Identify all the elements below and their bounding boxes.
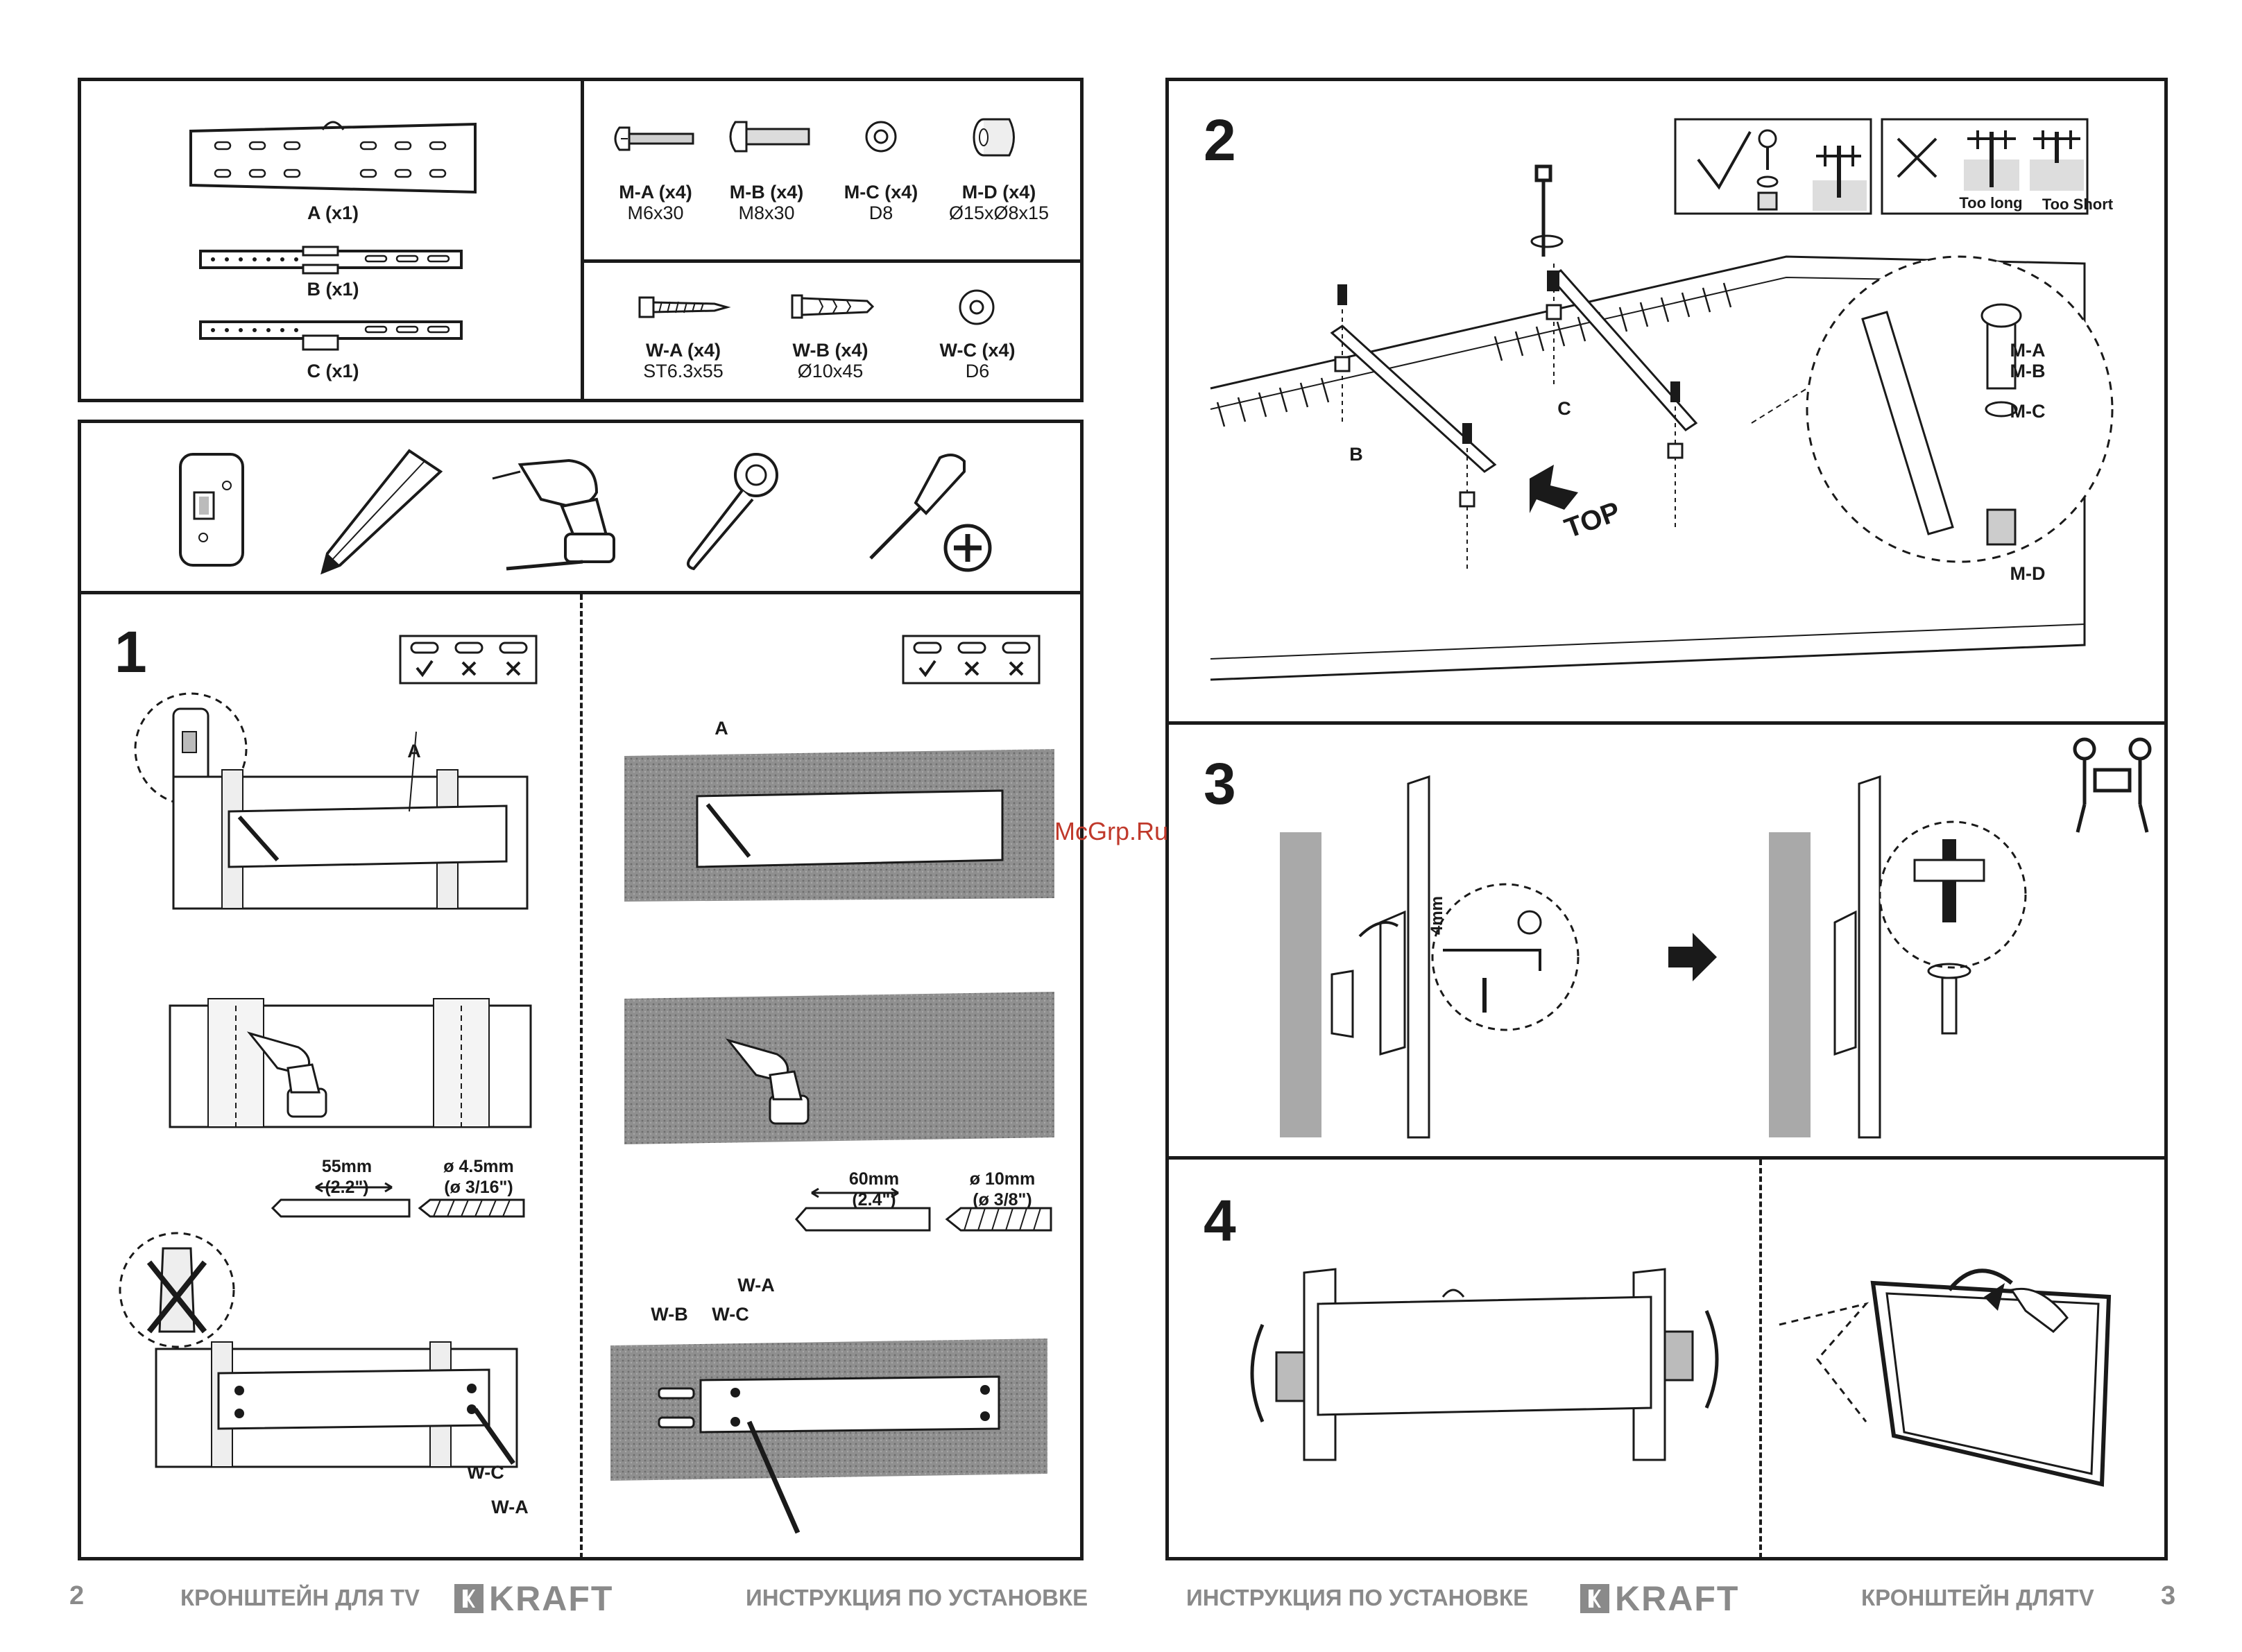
bracket-b-drawing: [199, 246, 463, 275]
step4-tilt-adjust-scene: [1250, 1268, 1719, 1461]
too-short-label: Too Short: [2042, 196, 2114, 213]
wood-spacing-label: 55mm: [321, 1157, 373, 1176]
slot-check-indicator-left: [399, 635, 538, 685]
step2-number: 2: [1204, 107, 1236, 173]
step4-divider: [1759, 1160, 1762, 1558]
too-long-label: Too long: [1959, 194, 2023, 212]
wood-wall-drilling-scene: [169, 998, 532, 1128]
step1-wood-label-a: A: [407, 741, 421, 762]
right-page-panel: [1165, 78, 2168, 1560]
concrete-label-a: A: [714, 718, 728, 739]
detail-md-label: M-D: [2010, 563, 2046, 584]
right-brand-text: KRAFT: [1615, 1579, 1740, 1618]
drill-icon: [492, 458, 615, 571]
socket-wrench-icon: [686, 453, 778, 571]
spacer-md-icon: [973, 118, 1015, 157]
detail-mc-label: M-C: [2010, 401, 2046, 422]
part-wa-size: ST6.3x55: [643, 361, 724, 381]
pencil-icon: [320, 449, 443, 575]
step3-bottom-divider: [1165, 1156, 2168, 1160]
part-wb-label: W-B (x4): [792, 340, 868, 361]
gap-4mm-label: 4mm: [1428, 895, 1446, 935]
part-mc-label: M-C (x4): [844, 182, 918, 203]
step4-tv-tilt-scene: [1779, 1268, 2112, 1487]
screw-length-ok-box: [1674, 118, 1872, 215]
stud-finder-icon: [179, 453, 244, 567]
left-footer-title: КРОНШТЕЙН ДЛЯ TV: [180, 1585, 420, 1610]
bracket-b-label: B (x1): [307, 279, 359, 300]
part-ma-label: M-A (x4): [619, 182, 692, 203]
screw-length-wrong-box: [1881, 118, 2089, 215]
part-wc-label: W-C (x4): [939, 340, 1016, 361]
washer-d6-icon: [959, 289, 995, 325]
tools-divider: [78, 591, 1084, 594]
concrete-wall-drilling-scene: [624, 992, 1054, 1144]
part-md-size: Ø15xØ8x15: [948, 203, 1050, 223]
bracket-c-drawing: [199, 320, 463, 351]
wood-wa-label: W-A: [491, 1497, 529, 1517]
part-mb-size: M8x30: [738, 203, 795, 223]
bracket-a-drawing: [189, 121, 477, 194]
wood-bit-in-label: (ø 3/16"): [444, 1178, 513, 1197]
watermark: McGrp.Ru: [1054, 817, 1169, 845]
kraft-logo-icon: [1580, 1584, 1609, 1613]
wood-wall-screw-scene: [119, 1232, 518, 1468]
step1-number: 1: [114, 619, 147, 685]
lag-screw-icon: [638, 296, 731, 318]
concrete-wc-label: W-C: [712, 1304, 749, 1325]
step2-bottom-divider: [1165, 721, 2168, 725]
wall-anchor-icon: [791, 294, 875, 319]
part-wa-label: W-A (x4): [646, 340, 721, 361]
wood-bit-label: ø 4.5mm: [443, 1157, 514, 1176]
wood-drill-bit-drawing: [271, 1182, 525, 1218]
left-footer-subtitle: ИНСТРУКЦИЯ ПО УСТАНОВКЕ: [746, 1585, 1088, 1610]
slot-check-indicator-right: [902, 635, 1041, 685]
bracket-a-label: A (x1): [307, 203, 359, 223]
arrow-right-icon: [1668, 933, 1717, 981]
tv-back-bracket-scene: [1210, 164, 2114, 681]
concrete-wa-label: W-A: [737, 1275, 775, 1296]
detail-mb-label: M-B: [2010, 361, 2046, 381]
washer-d8-icon: [865, 121, 897, 153]
step1-panel: [78, 420, 1084, 1560]
bracket-c-label: C (x1): [307, 361, 359, 381]
concrete-wb-label: W-B: [651, 1304, 688, 1325]
step4-number: 4: [1204, 1188, 1236, 1253]
wood-wc-label: W-C: [467, 1462, 504, 1483]
part-mb-label: M-B (x4): [729, 182, 804, 203]
wood-wall-bracket-scene: [134, 692, 529, 910]
screw-m6-icon: [614, 126, 694, 151]
part-mc-size: D8: [868, 203, 893, 223]
concrete-wall-bracket-scene: [624, 749, 1054, 902]
detail-ma-label: M-A: [2010, 340, 2046, 361]
right-brand-logo: KRAFT: [1580, 1578, 1739, 1619]
step1-divider: [580, 594, 583, 1558]
part-wc-size: D6: [965, 361, 990, 381]
step3-number: 3: [1204, 751, 1236, 816]
step2-label-b: B: [1349, 444, 1363, 465]
concrete-spacing-label: 60mm: [848, 1169, 900, 1189]
parts-divider-h: [581, 259, 1084, 263]
screwdriver-icon: [869, 454, 992, 572]
concrete-drill-bit-drawing: [795, 1187, 1052, 1232]
step3-hang-scene-left: [1280, 775, 1580, 1139]
step2-label-c: C: [1557, 398, 1571, 419]
right-footer-title: КРОНШТЕЙН ДЛЯTV: [1861, 1585, 2094, 1610]
right-page-number: 3: [2161, 1581, 2176, 1610]
kraft-logo-icon: [454, 1584, 484, 1613]
screw-m8-icon: [729, 121, 810, 153]
parts-divider-v: [581, 78, 584, 402]
part-wb-size: Ø10x45: [797, 361, 864, 381]
concrete-wall-screw-scene: [610, 1339, 1047, 1534]
right-footer-subtitle: ИНСТРУКЦИЯ ПО УСТАНОВКЕ: [1186, 1585, 1529, 1610]
left-brand-text: KRAFT: [489, 1579, 614, 1618]
left-page-number: 2: [69, 1581, 85, 1610]
left-brand-logo: KRAFT: [454, 1578, 613, 1619]
concrete-bit-label: ø 10mm: [969, 1169, 1036, 1189]
part-md-label: M-D (x4): [961, 182, 1036, 203]
concrete-bit-in-label: (ø 3/8"): [973, 1190, 1032, 1210]
step3-hang-scene-right: [1769, 737, 2152, 1139]
part-ma-size: M6x30: [627, 203, 684, 223]
